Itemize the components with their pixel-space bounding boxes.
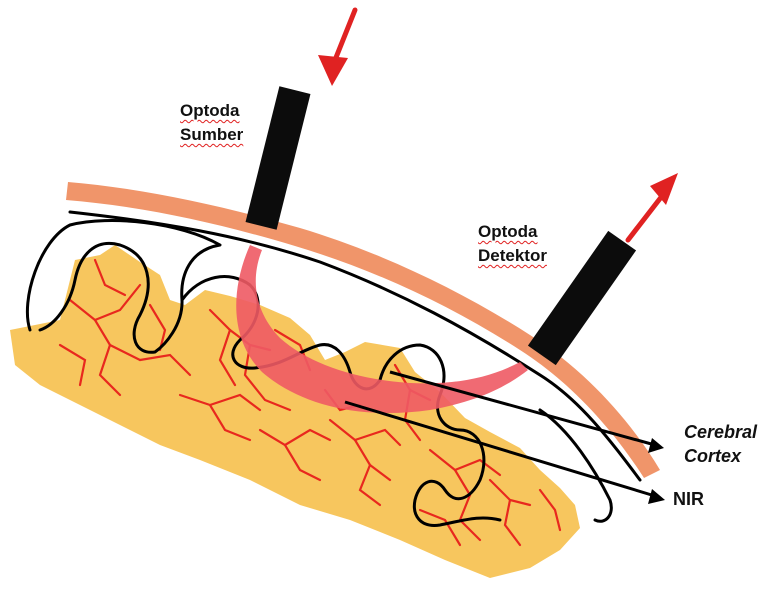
nir-label: NIR: [673, 487, 704, 511]
cerebral-cortex-label: Cerebral Cortex: [684, 420, 757, 468]
cerebral-cortex-region: [10, 245, 580, 578]
cortex-label-line2: Cortex: [684, 444, 757, 468]
source-optode: [246, 86, 311, 230]
source-optode-label: Optoda Sumber: [180, 99, 243, 147]
detector-optode-label: Optoda Detektor: [478, 220, 547, 268]
nir-label-text: NIR: [673, 487, 704, 511]
detector-label-line2: Detektor: [478, 244, 547, 268]
source-label-line2: Sumber: [180, 123, 243, 147]
cortex-label-line1: Cerebral: [684, 420, 757, 444]
arrow-down-icon: [318, 10, 355, 86]
arrow-up-icon: [628, 173, 678, 240]
detector-label-line1: Optoda: [478, 220, 547, 244]
source-label-line1: Optoda: [180, 99, 243, 123]
